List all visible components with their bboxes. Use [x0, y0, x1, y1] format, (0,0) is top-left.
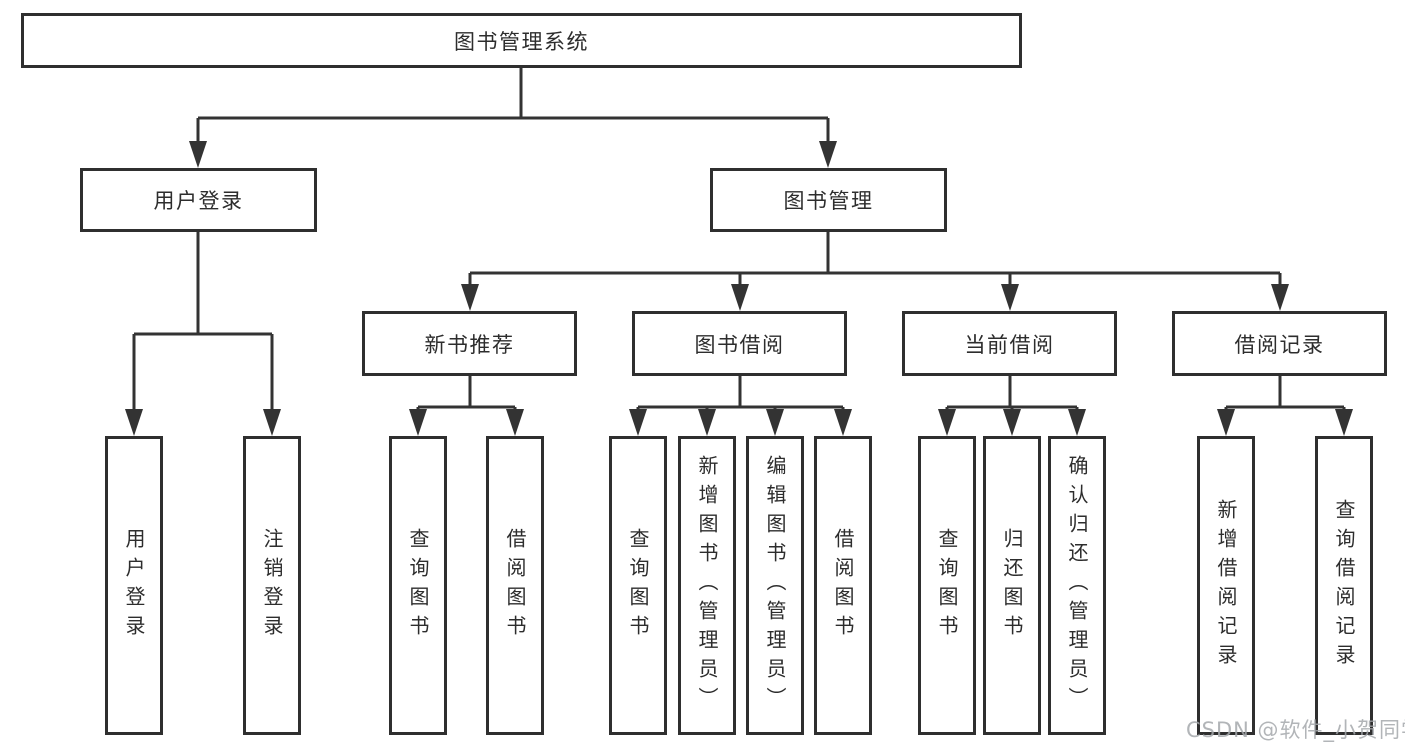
node-leaf-borrow-books-label: 借阅图书: [831, 527, 855, 644]
node-root-system: 图书管理系统: [21, 13, 1022, 68]
node-leaf-return-books-label: 归还图书: [1000, 527, 1024, 644]
node-leaf-confirm-return-admin: 确认归还（管理员）: [1048, 436, 1106, 735]
node-current-borrow-label: 当前借阅: [964, 332, 1055, 357]
node-book-borrow: 图书借阅: [632, 311, 847, 376]
node-leaf-borrow-books: 借阅图书: [814, 436, 872, 735]
node-leaf-confirm-return-admin-label: 确认归还（管理员）: [1065, 455, 1089, 716]
node-root-label: 图书管理系统: [454, 29, 589, 54]
node-leaf-query-books-borrow-label: 查询图书: [626, 527, 650, 644]
node-leaf-borrow-books-recommend: 借阅图书: [486, 436, 544, 735]
node-user-login: 用户登录: [80, 168, 317, 232]
node-borrow-records-label: 借阅记录: [1234, 332, 1325, 357]
node-borrow-records: 借阅记录: [1172, 311, 1387, 376]
node-leaf-add-books-admin-label: 新增图书（管理员）: [695, 455, 719, 716]
node-leaf-logout: 注销登录: [243, 436, 301, 735]
node-user-login-label: 用户登录: [153, 189, 244, 213]
node-leaf-query-books-recommend: 查询图书: [389, 436, 447, 735]
node-leaf-add-borrow-record-label: 新增借阅记录: [1214, 498, 1238, 673]
node-leaf-user-login: 用户登录: [105, 436, 163, 735]
node-leaf-edit-books-admin: 编辑图书（管理员）: [746, 436, 804, 735]
node-leaf-edit-books-admin-label: 编辑图书（管理员）: [763, 455, 787, 716]
node-leaf-query-books-current-label: 查询图书: [935, 527, 959, 644]
node-leaf-add-borrow-record: 新增借阅记录: [1197, 436, 1255, 735]
node-leaf-query-books-recommend-label: 查询图书: [406, 527, 430, 644]
node-current-borrow: 当前借阅: [902, 311, 1117, 376]
node-book-management-label: 图书管理: [783, 189, 874, 213]
node-leaf-query-books-current: 查询图书: [918, 436, 976, 735]
node-leaf-query-borrow-record: 查询借阅记录: [1315, 436, 1373, 735]
node-book-borrow-label: 图书借阅: [694, 332, 785, 357]
node-new-book-recommend: 新书推荐: [362, 311, 577, 376]
node-leaf-user-login-label: 用户登录: [122, 527, 146, 644]
csdn-watermark: CSDN @软件_小贺同学: [1186, 718, 1405, 742]
node-leaf-logout-label: 注销登录: [260, 527, 284, 644]
node-book-management: 图书管理: [710, 168, 947, 232]
node-leaf-borrow-books-recommend-label: 借阅图书: [503, 527, 527, 644]
node-leaf-query-borrow-record-label: 查询借阅记录: [1332, 498, 1356, 673]
node-leaf-query-books-borrow: 查询图书: [609, 436, 667, 735]
node-leaf-return-books: 归还图书: [983, 436, 1041, 735]
node-leaf-add-books-admin: 新增图书（管理员）: [678, 436, 736, 735]
arrowheads: [125, 141, 1353, 436]
node-new-book-recommend-label: 新书推荐: [424, 332, 515, 357]
